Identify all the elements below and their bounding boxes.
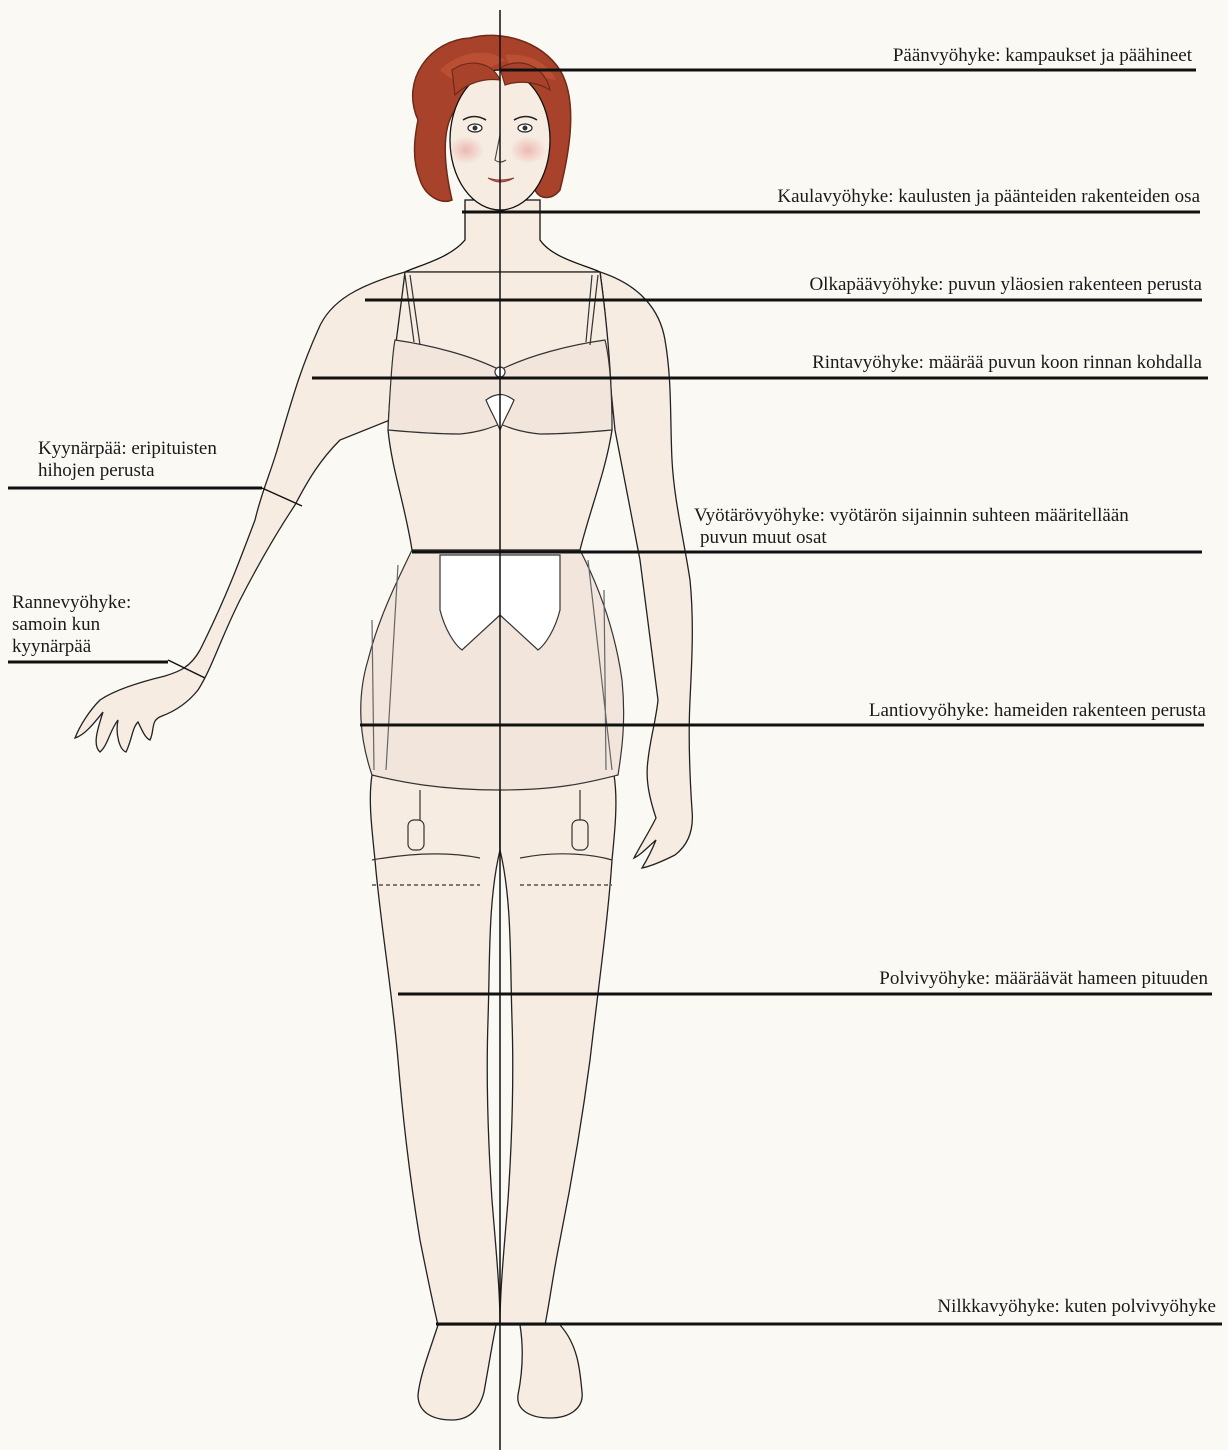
ankle-zone-label: Nilkkavyöhyke: kuten polvivyöhyke bbox=[760, 1296, 1216, 1318]
elbow-zone-label: Kyynärpää: eripituisten hihojen perusta bbox=[38, 438, 278, 482]
shoulder-zone-label: Olkapäävyöhyke: puvun yläosien rakenteen… bbox=[680, 274, 1202, 296]
knee-zone-label: Polvivyöhyke: määräävät hameen pituuden bbox=[700, 968, 1208, 990]
head-zone-label: Päänvyöhyke: kampaukset ja päähineet bbox=[760, 45, 1192, 67]
bust-zone-label: Rintavyöhyke: määrää puvun koon rinnan k… bbox=[680, 352, 1202, 374]
wrist-zone-label: Rannevyöhyke: samoin kun kyynärpää bbox=[12, 592, 182, 658]
neck-zone-label: Kaulavyöhyke: kaulusten ja päänteiden ra… bbox=[640, 186, 1200, 208]
hip-zone-label: Lantiovyöhyke: hameiden rakenteen perust… bbox=[700, 700, 1206, 722]
waist-zone-label: Vyötärövyöhyke: vyötärön sijainnin suhte… bbox=[694, 505, 1224, 549]
